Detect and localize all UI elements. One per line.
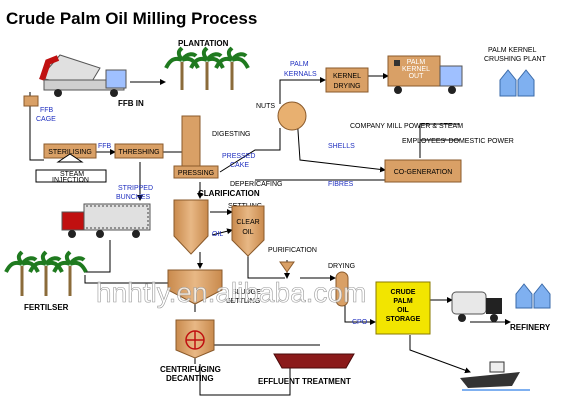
digester-box bbox=[181, 115, 201, 167]
cpo-label: CPO bbox=[352, 319, 368, 326]
digesting-label: DIGESTING bbox=[212, 131, 251, 138]
ship-icon bbox=[460, 361, 530, 391]
kernel-drying-box bbox=[325, 67, 369, 93]
employees-power-label: EMPLOYEES' DOMESTIC POWER bbox=[402, 138, 514, 145]
storage-tank-box bbox=[375, 281, 431, 335]
refinery-tanks-icon bbox=[515, 283, 551, 309]
dryer-icon bbox=[335, 271, 349, 307]
ffb-in-label: FFB IN bbox=[118, 99, 144, 108]
sterilising-label: STERILISING bbox=[48, 149, 92, 156]
pressing-box bbox=[173, 165, 219, 179]
drying-label: DRYING bbox=[328, 263, 355, 270]
watermark-text: hnhtly.en.alibaba.com bbox=[96, 277, 366, 308]
steam-injection-box bbox=[35, 169, 107, 183]
kernel-truck-icon bbox=[387, 55, 463, 94]
threshing-box bbox=[114, 143, 164, 159]
page-title: Crude Palm Oil Milling Process bbox=[6, 9, 257, 28]
co-generation-box bbox=[384, 159, 462, 183]
steam-up-arrow-icon bbox=[56, 153, 84, 163]
nut-cracker-icon bbox=[277, 101, 307, 131]
purification-label: PURIFICATION bbox=[268, 247, 317, 254]
refinery-label: REFINERY bbox=[510, 323, 551, 332]
purifier-icon bbox=[279, 261, 295, 273]
clarifier-tank-icon bbox=[173, 199, 209, 255]
nuts-label: NUTS bbox=[256, 103, 275, 110]
ffb-cage-icon bbox=[23, 95, 39, 107]
flow-lines bbox=[29, 73, 511, 396]
bunch-truck-icon bbox=[61, 203, 151, 238]
fertiliser-palms-icon bbox=[4, 250, 88, 296]
effluent-treatment-label: EFFLUENT TREATMENT bbox=[258, 377, 351, 386]
clear-oil-tank-icon bbox=[231, 205, 265, 257]
oil-label: OIL bbox=[212, 231, 223, 238]
shells-label: SHELLS bbox=[328, 143, 355, 150]
co-generation-label: CO-GENERATION bbox=[394, 169, 453, 176]
depericarfing-label: DEPERICAFING bbox=[230, 181, 283, 188]
clarification-label: CLARIFICATION bbox=[198, 189, 260, 198]
plantation-palms-icon bbox=[164, 46, 250, 90]
oil-truck-icon bbox=[451, 291, 502, 322]
effluent-pond-icon bbox=[273, 353, 355, 369]
sludge-tank-icon bbox=[167, 269, 223, 305]
fibres-label: FIBRES bbox=[328, 181, 354, 188]
ffb-label: FFB bbox=[98, 143, 112, 150]
threshing-label: THRESHING bbox=[118, 149, 159, 156]
fertilser-label: FERTILSER bbox=[24, 303, 69, 312]
kernel-crushing-plant-icon bbox=[499, 69, 535, 97]
dump-truck-icon bbox=[39, 54, 127, 97]
plantation-label: PLANTATION bbox=[178, 39, 229, 48]
company-power-label: COMPANY MILL POWER & STEAM bbox=[350, 123, 463, 130]
pressing-label: PRESSING bbox=[178, 170, 214, 177]
